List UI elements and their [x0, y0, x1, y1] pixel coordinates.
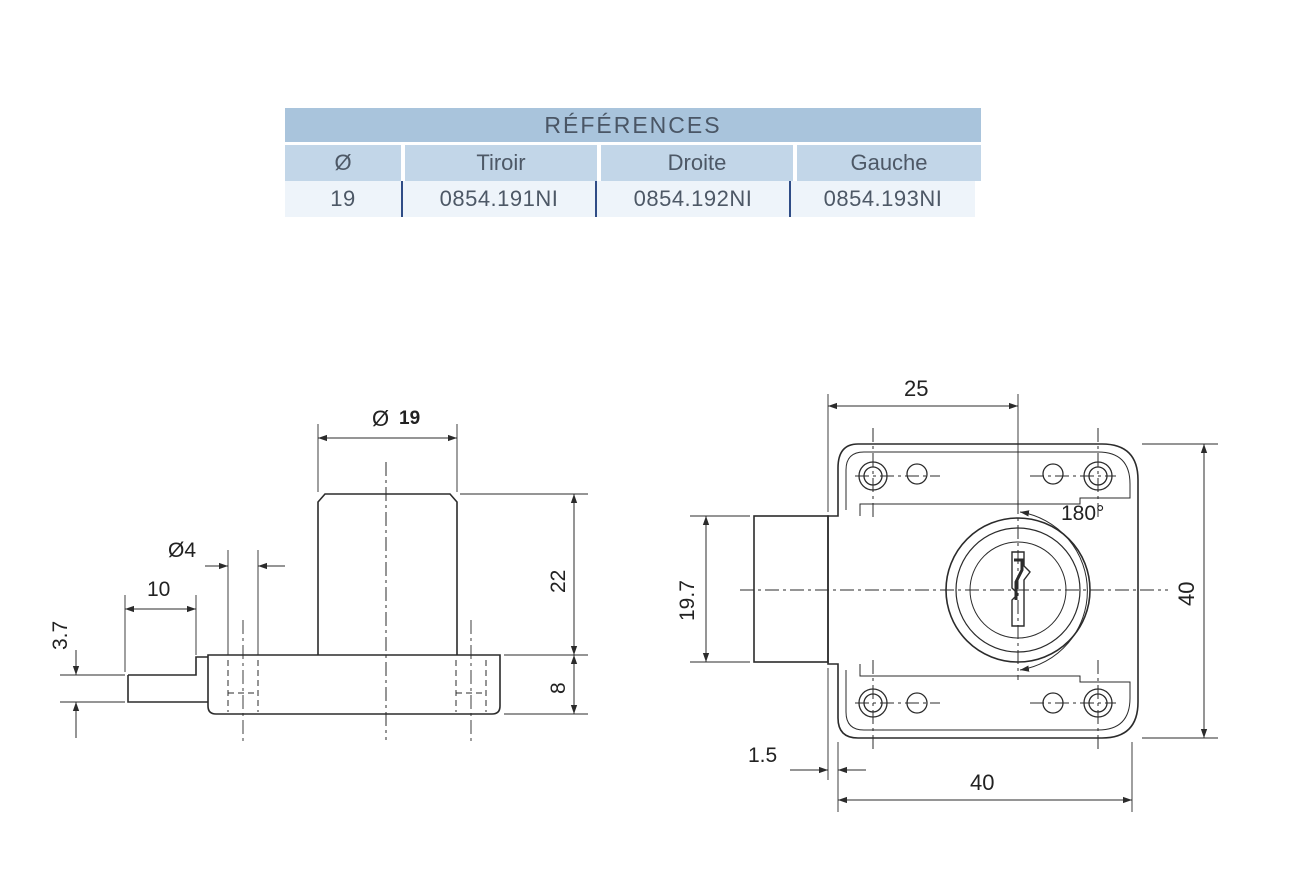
dim-body-width: 40 — [970, 770, 994, 795]
cell-gauche: 0854.193NI — [789, 181, 975, 217]
cell-diameter: 19 — [285, 181, 401, 217]
side-cylinder — [317, 493, 458, 655]
dim-key-offset: 25 — [904, 376, 928, 401]
side-base-plate — [207, 654, 501, 715]
dim-bolt-height: 19.7 — [676, 580, 699, 621]
dim-rotation-angle: 180° — [1061, 502, 1104, 525]
cell-tiroir: 0854.191NI — [401, 181, 595, 217]
side-view-labels: Ø 19 Ø4 10 3.7 22 8 — [49, 406, 570, 694]
dim-body-height: 40 — [1174, 582, 1199, 606]
header-gauche: Gauche — [793, 145, 981, 181]
header-droite: Droite — [597, 145, 793, 181]
dim-flange-offset: 1.5 — [748, 744, 777, 767]
dim-cylinder-height: 22 — [547, 570, 570, 593]
side-bolt — [127, 656, 208, 703]
references-title: RÉFÉRENCES — [285, 108, 981, 142]
references-table: RÉFÉRENCES Ø Tiroir Droite Gauche 19 085… — [285, 108, 981, 217]
front-bolt-block — [753, 515, 829, 663]
dim-hole-diameter: Ø4 — [168, 539, 196, 562]
dim-diameter-value: 19 — [399, 408, 420, 429]
header-diameter: Ø — [285, 145, 401, 181]
dim-diameter-symbol: Ø — [372, 406, 389, 431]
cell-droite: 0854.192NI — [595, 181, 789, 217]
references-data-row: 19 0854.191NI 0854.192NI 0854.193NI — [285, 181, 981, 217]
dim-base-height: 8 — [547, 682, 570, 694]
dim-bolt-thickness: 3.7 — [49, 621, 72, 650]
front-view-labels: 25 180° 19.7 40 40 1.5 — [676, 376, 1199, 795]
front-body-inner — [845, 451, 1131, 731]
references-header-row: Ø Tiroir Droite Gauche — [285, 145, 981, 181]
header-tiroir: Tiroir — [401, 145, 597, 181]
front-view — [690, 394, 1218, 812]
side-view — [60, 424, 588, 745]
dim-bolt-length: 10 — [147, 578, 170, 601]
rotation-arc — [1019, 510, 1088, 672]
front-body-outline — [827, 443, 1139, 739]
